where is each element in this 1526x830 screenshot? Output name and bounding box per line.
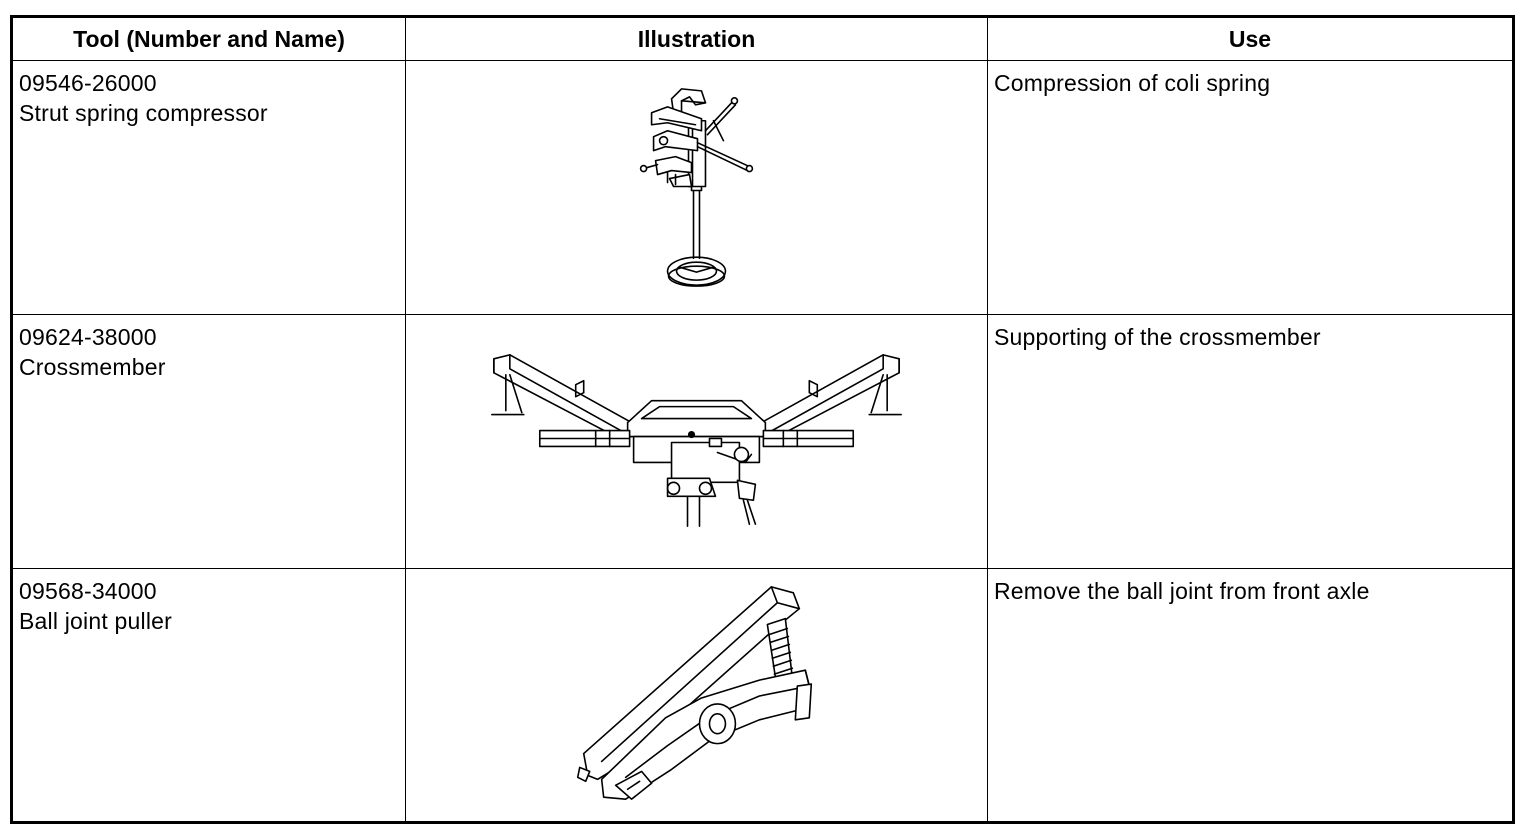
table-row: 09568-34000 Ball joint puller [11,568,1514,823]
tool-cell: 09568-34000 Ball joint puller [11,568,406,823]
use-text: Supporting of the crossmember [994,324,1321,350]
header-row: Tool (Number and Name) Illustration Use [11,16,1514,61]
tool-cell: 09546-26000 Strut spring compressor [11,60,406,315]
use-cell: Compression of coli spring [987,60,1514,315]
header-use: Use [987,16,1514,61]
tool-name: Strut spring compressor [19,100,268,126]
crossmember-support-icon [491,354,902,527]
use-cell: Supporting of the crossmember [987,314,1514,569]
illustration-cell [405,60,988,315]
table-row: 09546-26000 Strut spring compressor [11,60,1514,315]
tool-name: Crossmember [19,354,166,380]
strut-spring-compressor-icon [639,88,754,287]
header-tool: Tool (Number and Name) [11,16,406,61]
tool-number: 09568-34000 [19,578,157,604]
ball-joint-puller-icon [576,586,813,800]
use-text: Remove the ball joint from front axle [994,578,1370,604]
tool-number: 09546-26000 [19,70,157,96]
use-cell: Remove the ball joint from front axle [987,568,1514,823]
special-tools-table: Tool (Number and Name) Illustration Use … [10,15,1515,824]
illustration-cell [405,314,988,569]
tool-name: Ball joint puller [19,608,172,634]
illustration-cell [405,568,988,823]
use-text: Compression of coli spring [994,70,1271,96]
tool-number: 09624-38000 [19,324,157,350]
table-row: 09624-38000 Crossmember [11,314,1514,569]
header-illustration: Illustration [405,16,988,61]
tool-cell: 09624-38000 Crossmember [11,314,406,569]
